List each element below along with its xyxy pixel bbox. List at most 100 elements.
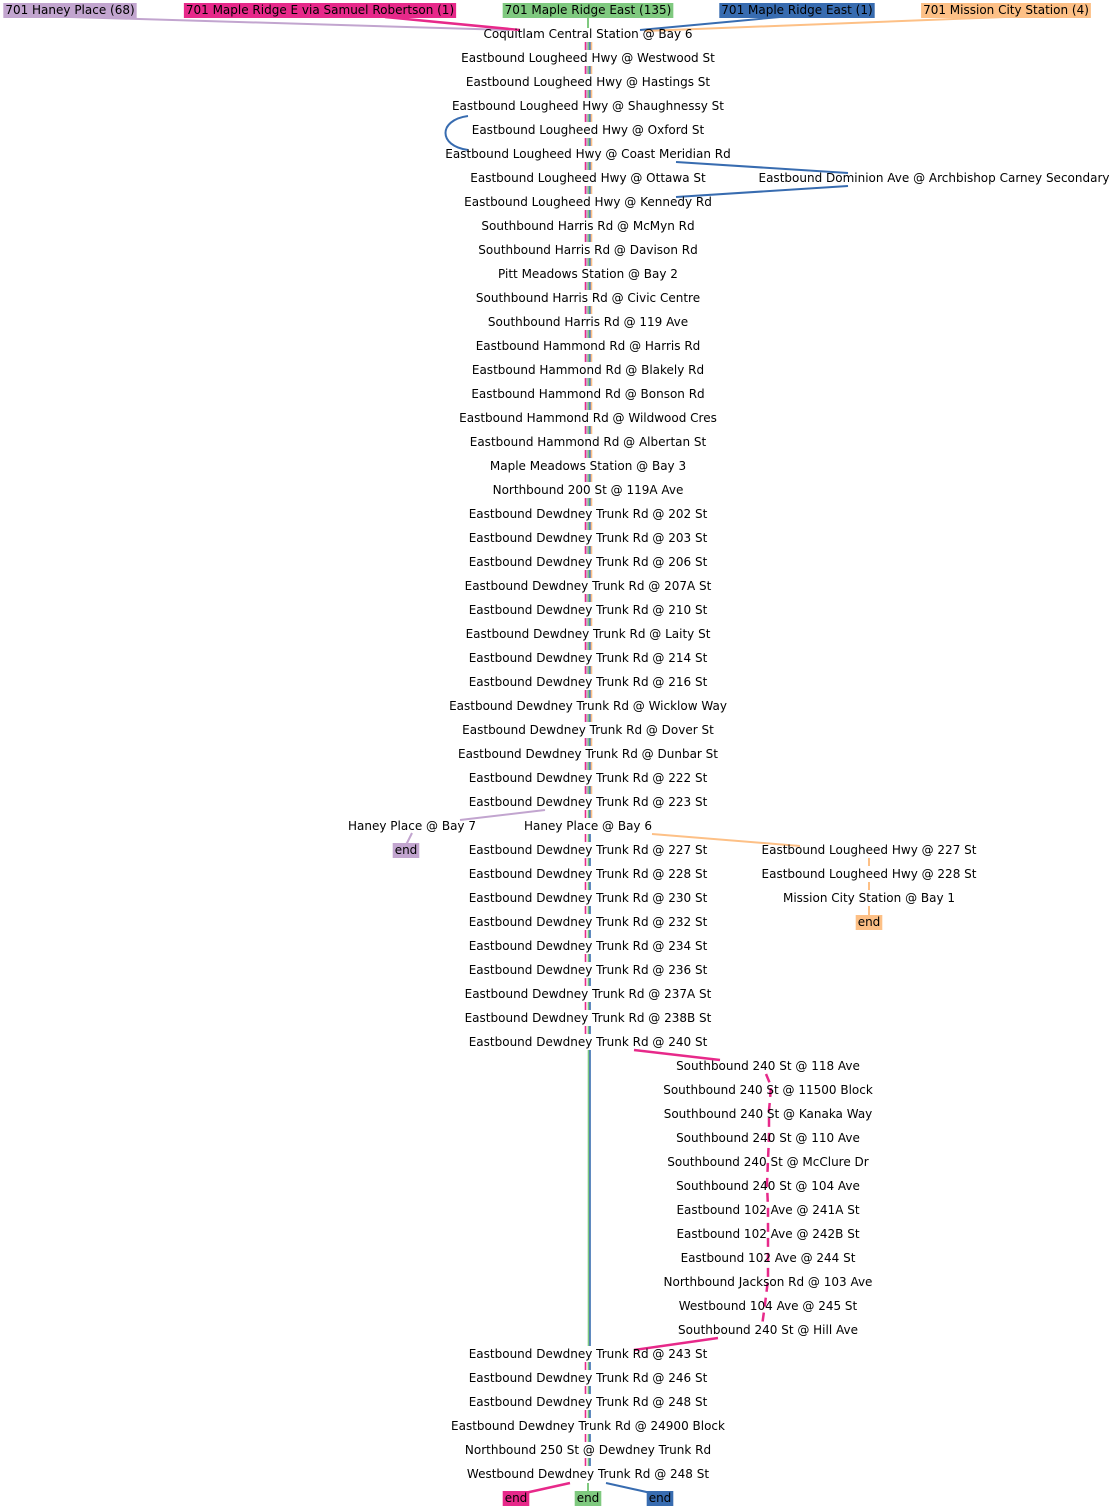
route-header-mission-label: 701 Mission City Station (4): [923, 3, 1089, 17]
route-header-samuel-box: [183, 3, 457, 18]
end-haney-box: [392, 843, 420, 858]
branch-samuel-out: [633, 1048, 721, 1062]
stop-label: Eastbound Dewdney Trunk Rd @ Laity St: [466, 627, 711, 641]
stop-label: Eastbound Dewdney Trunk Rd @ 237A St: [465, 987, 712, 1001]
stop-label: Coquitlam Central Station @ Bay 6: [483, 27, 692, 41]
stop-label: Eastbound Dewdney Trunk Rd @ 240 St: [469, 1035, 708, 1049]
end-haney-label: end: [395, 843, 418, 857]
stop-label-samuel: Southbound 240 St @ 118 Ave: [676, 1059, 860, 1073]
stop-label: Eastbound Dewdney Trunk Rd @ Wicklow Way: [449, 699, 727, 713]
stop-label: Eastbound Dewdney Trunk Rd @ 222 St: [469, 771, 708, 785]
stop-label-samuel: Southbound 240 St @ Hill Ave: [678, 1323, 858, 1337]
stop-label: Eastbound Lougheed Hwy @ Coast Meridian …: [445, 147, 730, 161]
end-mre1: end: [646, 1491, 674, 1506]
end-mre1-box: [646, 1491, 674, 1506]
route-lines: [69, 15, 1006, 1497]
stop-label: Maple Meadows Station @ Bay 3: [490, 459, 686, 473]
stop-label-samuel: Eastbound 102 Ave @ 242B St: [676, 1227, 859, 1241]
stop-label: Eastbound Dewdney Trunk Rd @ 234 St: [469, 939, 708, 953]
stop-label: Eastbound Dewdney Trunk Rd @ 232 St: [469, 915, 708, 929]
route-header-samuel: 701 Maple Ridge E via Samuel Robertson (…: [183, 3, 457, 18]
stop-label: Eastbound Dewdney Trunk Rd @ 216 St: [469, 675, 708, 689]
end-mre1-label: end: [649, 1491, 672, 1505]
branch-haney-bay7: [459, 809, 546, 821]
stop-label: Eastbound Dewdney Trunk Rd @ 202 St: [469, 507, 708, 521]
stop-label: Eastbound Lougheed Hwy @ Hastings St: [466, 75, 710, 89]
stop-label: Eastbound Dewdney Trunk Rd @ 24900 Block: [451, 1419, 725, 1433]
stop-label: Eastbound Dewdney Trunk Rd @ Dover St: [462, 723, 714, 737]
stop-labels: Coquitlam Central Station @ Bay 6 Eastbou…: [348, 27, 1109, 1481]
stop-label: Northbound 200 St @ 119A Ave: [493, 483, 684, 497]
stop-label: Eastbound Hammond Rd @ Wildwood Cres: [459, 411, 717, 425]
stop-label: Northbound 250 St @ Dewdney Trunk Rd: [465, 1443, 711, 1457]
stop-label: Eastbound Dewdney Trunk Rd @ 207A St: [465, 579, 712, 593]
stop-label-samuel: Westbound 104 Ave @ 245 St: [679, 1299, 858, 1313]
stop-label-samuel: Southbound 240 St @ 104 Ave: [676, 1179, 860, 1193]
stop-label-mission: Eastbound Lougheed Hwy @ 227 St: [762, 843, 977, 857]
detour-dominion-back: [675, 185, 849, 198]
stop-label-samuel: Southbound 240 St @ McClure Dr: [667, 1155, 869, 1169]
stop-label-samuel: Eastbound 102 Ave @ 241A St: [676, 1203, 859, 1217]
stop-label: Haney Place @ Bay 6: [524, 819, 652, 833]
stop-label: Eastbound Lougheed Hwy @ Oxford St: [472, 123, 705, 137]
stop-label: Eastbound Hammond Rd @ Bonson Rd: [471, 387, 704, 401]
stop-label: Southbound Harris Rd @ Civic Centre: [476, 291, 700, 305]
stop-label: Eastbound Dewdney Trunk Rd @ Dunbar St: [458, 747, 718, 761]
stop-label-mission: Eastbound Lougheed Hwy @ 228 St: [762, 867, 977, 881]
stop-label-samuel: Eastbound 102 Ave @ 244 St: [681, 1251, 856, 1265]
detour-dominion-out: [675, 161, 849, 174]
end-samuel-box: [502, 1491, 530, 1506]
stop-label: Eastbound Hammond Rd @ Blakely Rd: [472, 363, 704, 377]
end-mission: end: [855, 915, 883, 930]
stop-label-samuel: Southbound 240 St @ 110 Ave: [676, 1131, 860, 1145]
stop-label: Eastbound Dewdney Trunk Rd @ 227 St: [469, 843, 708, 857]
end-haney: end: [392, 843, 420, 858]
stop-label-dominion: Eastbound Dominion Ave @ Archbishop Carn…: [759, 171, 1110, 185]
stop-label-mission: Mission City Station @ Bay 1: [783, 891, 955, 905]
stop-label: Eastbound Lougheed Hwy @ Ottawa St: [470, 171, 706, 185]
stop-label: Eastbound Dewdney Trunk Rd @ 210 St: [469, 603, 708, 617]
feeder-mre1: [639, 16, 781, 31]
stop-label-haney-bay7: Haney Place @ Bay 7: [348, 819, 476, 833]
route-header-mre1: 701 Maple Ridge East (1): [719, 3, 875, 18]
stop-label: Southbound Harris Rd @ 119 Ave: [488, 315, 688, 329]
stop-label: Eastbound Hammond Rd @ Harris Rd: [476, 339, 701, 353]
stop-label: Eastbound Dewdney Trunk Rd @ 203 St: [469, 531, 708, 545]
end-mre135-label: end: [577, 1491, 600, 1505]
end-mission-box: [855, 915, 883, 930]
stop-label-samuel: Southbound 240 St @ 11500 Block: [663, 1083, 873, 1097]
end-samuel-label: end: [505, 1491, 528, 1505]
stop-label: Southbound Harris Rd @ McMyn Rd: [481, 219, 694, 233]
stop-label: Eastbound Dewdney Trunk Rd @ 206 St: [469, 555, 708, 569]
stop-label: Eastbound Lougheed Hwy @ Kennedy Rd: [464, 195, 712, 209]
branch-mission: [651, 833, 801, 847]
stop-label: Eastbound Dewdney Trunk Rd @ 238B St: [465, 1011, 712, 1025]
stop-label-samuel: Northbound Jackson Rd @ 103 Ave: [664, 1275, 873, 1289]
stop-label: Eastbound Dewdney Trunk Rd @ 236 St: [469, 963, 708, 977]
end-mission-label: end: [858, 915, 881, 929]
route-header-mre135-box: [502, 3, 674, 18]
stop-label: Eastbound Hammond Rd @ Albertan St: [470, 435, 707, 449]
branch-samuel-back: [633, 1336, 719, 1352]
end-mre135-box: [574, 1491, 602, 1506]
route-header-mre135: 701 Maple Ridge East (135): [502, 3, 674, 18]
stop-label: Pitt Meadows Station @ Bay 2: [498, 267, 678, 281]
stop-label: Westbound Dewdney Trunk Rd @ 248 St: [467, 1467, 709, 1481]
stop-label: Eastbound Dewdney Trunk Rd @ 228 St: [469, 867, 708, 881]
stop-label: Eastbound Dewdney Trunk Rd @ 230 St: [469, 891, 708, 905]
feeder-haney: [69, 16, 511, 31]
route-header-haney-box: [3, 3, 137, 18]
route-header-mre1-box: [719, 3, 875, 18]
end-mre135: end: [574, 1491, 602, 1506]
stop-label: Southbound Harris Rd @ Davison Rd: [478, 243, 698, 257]
route-header-mission-box: [921, 3, 1091, 18]
route-header-mission: 701 Mission City Station (4): [921, 3, 1091, 18]
end-samuel: end: [502, 1491, 530, 1506]
stop-label: Eastbound Dewdney Trunk Rd @ 246 St: [469, 1371, 708, 1385]
route-header-mre1-label: 701 Maple Ridge East (1): [721, 3, 872, 17]
route-header-mre135-label: 701 Maple Ridge East (135): [505, 3, 672, 17]
loop-oxford: [444, 115, 469, 151]
stop-label: Eastbound Lougheed Hwy @ Westwood St: [461, 51, 715, 65]
feeder-mission: [644, 16, 1006, 32]
